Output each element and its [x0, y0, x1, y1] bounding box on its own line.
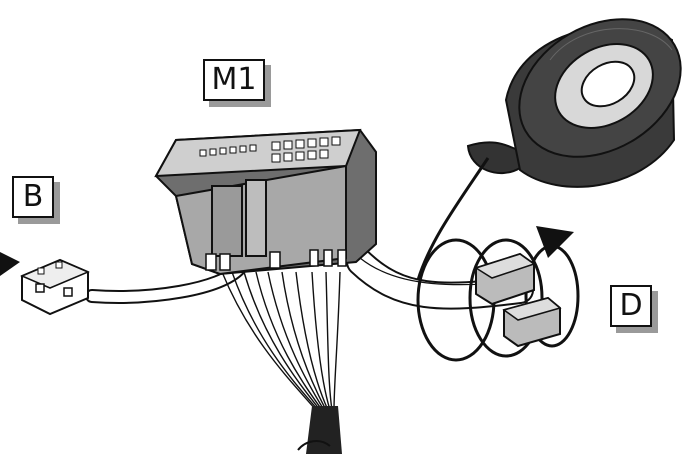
label-m1: M1: [203, 59, 265, 101]
cable-to-b: [85, 261, 247, 304]
connector-m1: [154, 128, 377, 276]
rotation-arrow-icon: [536, 226, 574, 258]
wire-sheath: [306, 406, 342, 454]
arrow-to-b-icon: [0, 252, 20, 276]
wire-end-hook: [297, 440, 331, 451]
tape-roll: [504, 18, 682, 188]
small-connectors-d: [474, 252, 562, 348]
wire-bundle: [221, 271, 341, 411]
connector-b-plug: [20, 258, 90, 316]
label-d: D: [610, 285, 652, 327]
label-b: B: [12, 176, 54, 218]
